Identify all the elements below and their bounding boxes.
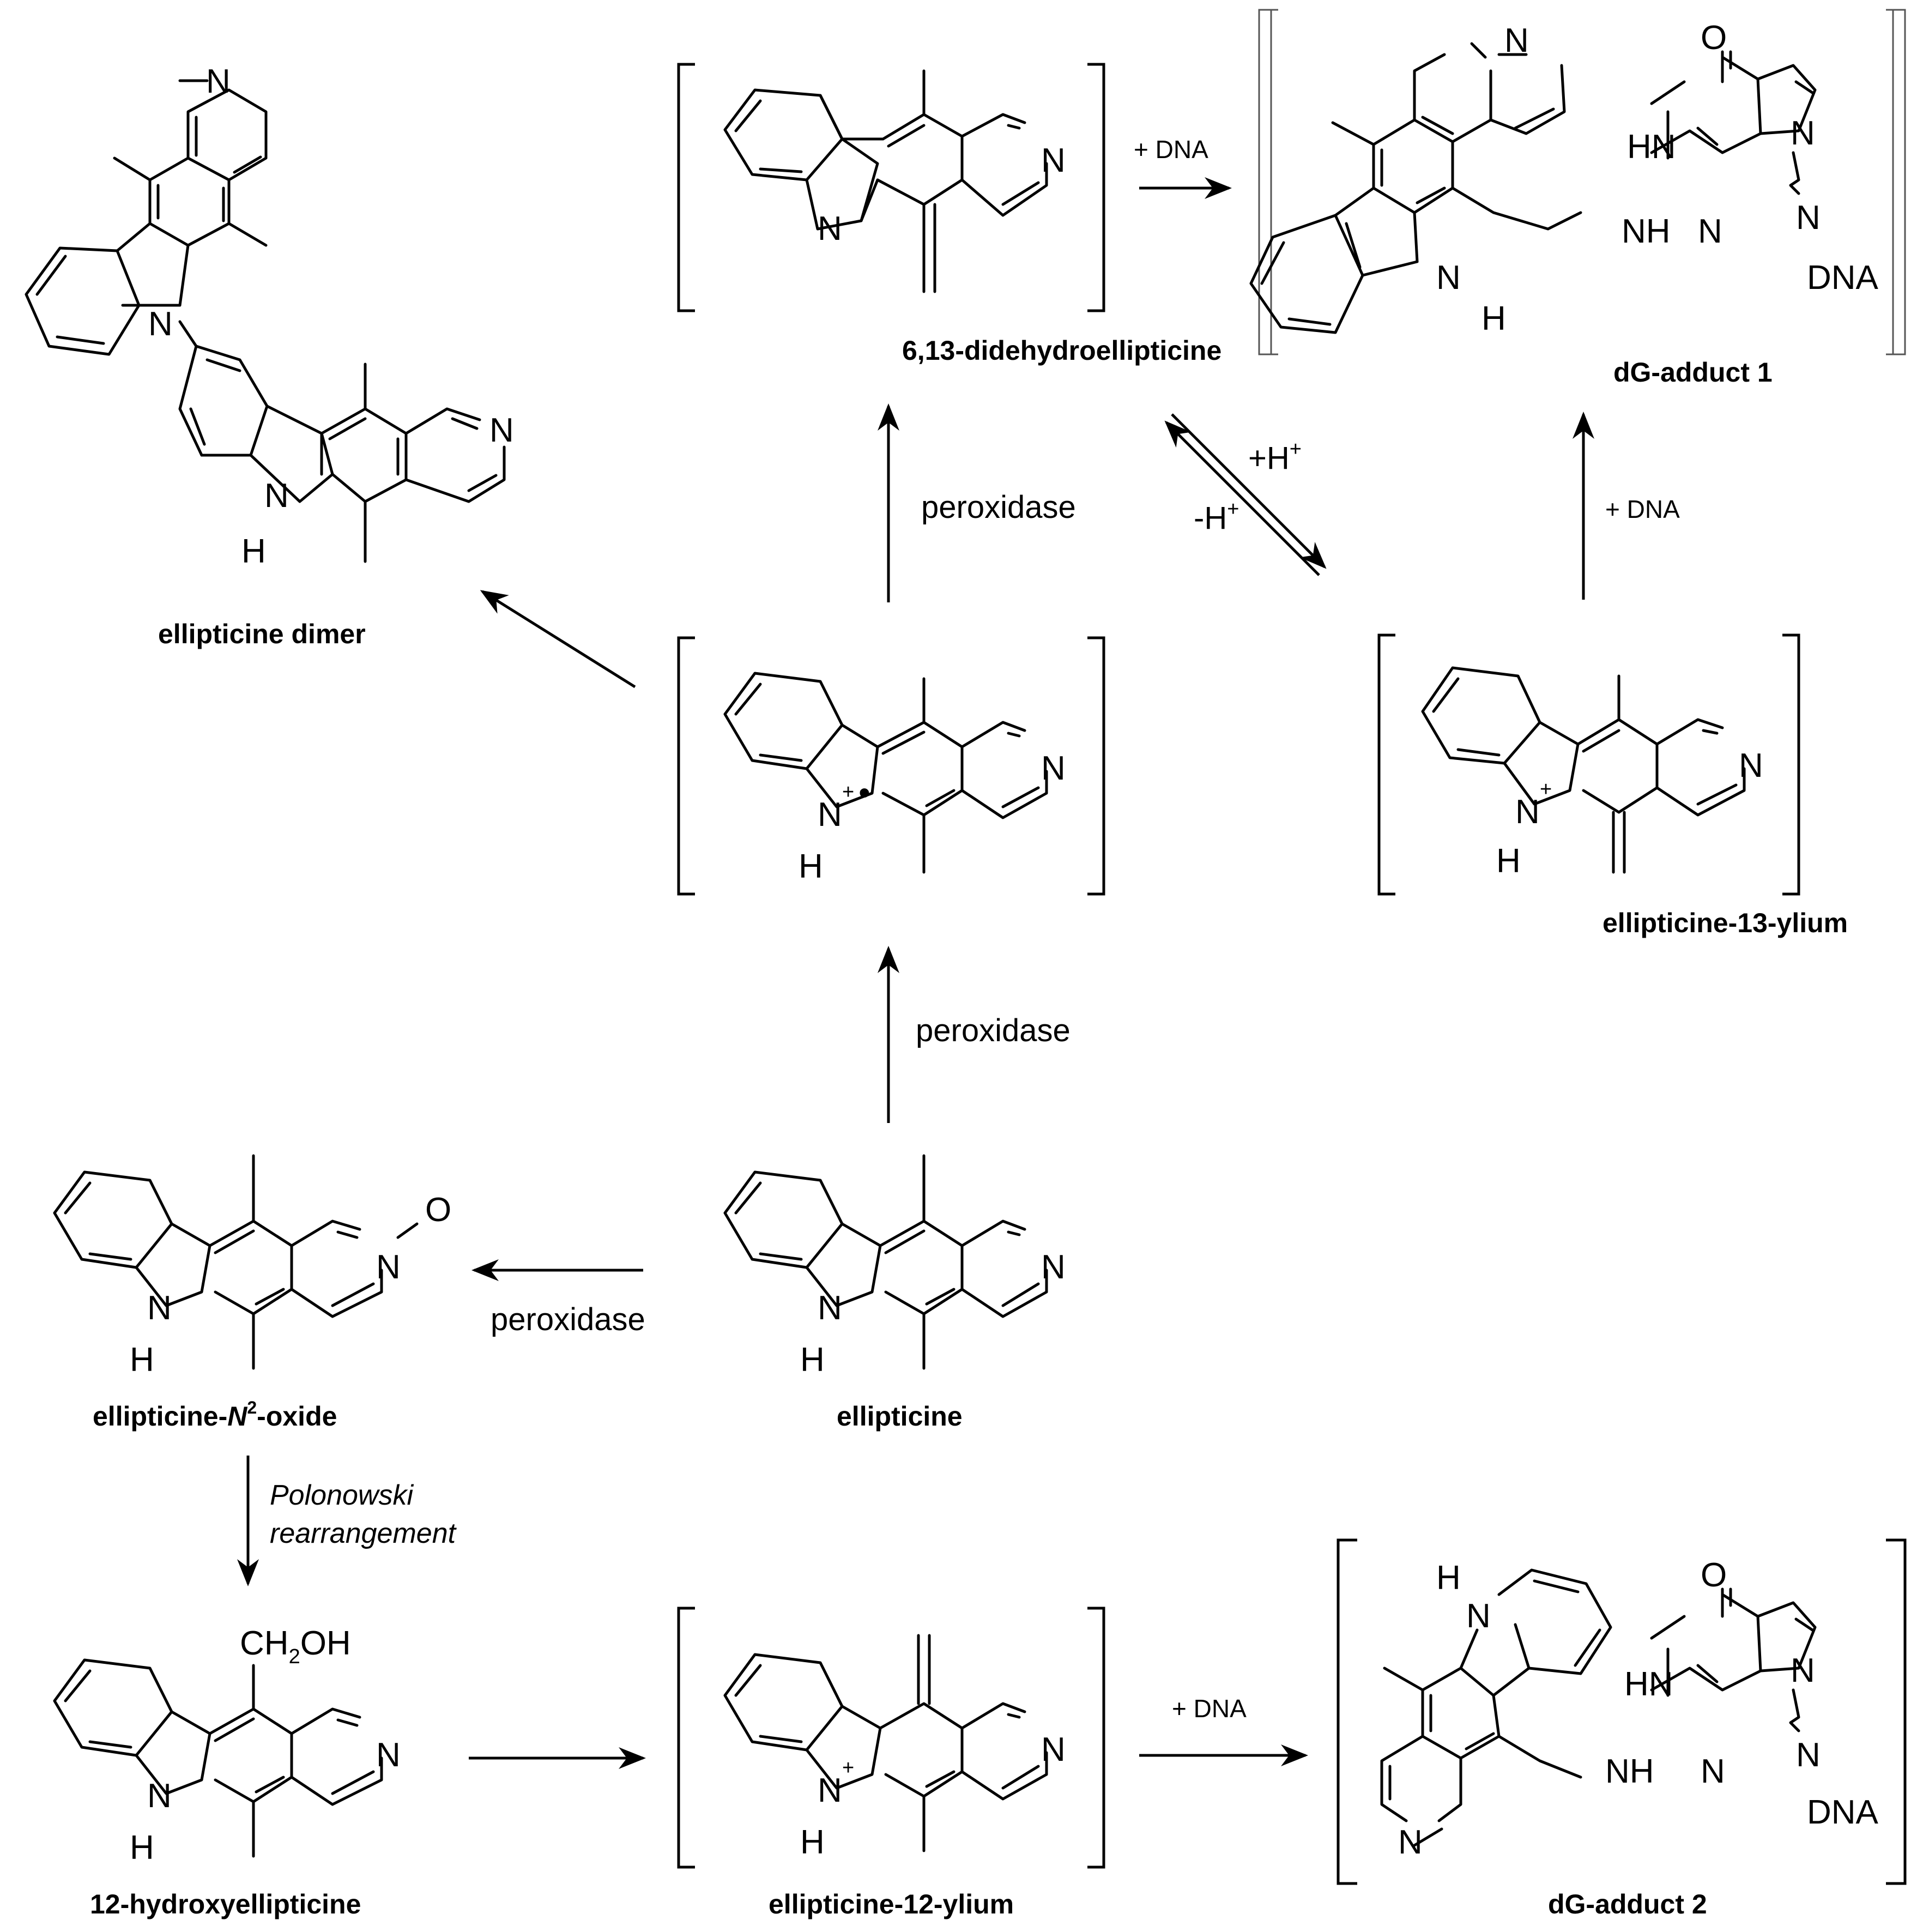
hydroxy-n-pyridine: N xyxy=(376,1736,401,1774)
dg1-hn: HN xyxy=(1627,128,1676,166)
didehydro-n-pyridine: N xyxy=(1041,142,1066,179)
ellipticine-n-indole: N xyxy=(818,1289,842,1327)
arrow-radical-to-dimer xyxy=(480,590,636,689)
dg1-o: O xyxy=(1701,19,1727,57)
dg2-n3: N xyxy=(1701,1753,1725,1790)
ylium12-charge: + xyxy=(842,1756,854,1779)
cond-peroxidase-3: peroxidase xyxy=(491,1302,645,1337)
ylium13-n-indole: N xyxy=(1515,793,1540,831)
noxide-n-indole: N xyxy=(147,1289,172,1327)
cond-plus-dna-1: + DNA xyxy=(1134,135,1208,164)
dimer-n-indole-2: N xyxy=(264,477,289,515)
name-dg-adduct-2: dG-adduct 2 xyxy=(1548,1889,1707,1919)
dg2-nh-linker: NH xyxy=(1605,1753,1654,1790)
cond-plus-h: +H+ xyxy=(1248,438,1302,476)
dg2-hn: HN xyxy=(1624,1665,1673,1703)
bracket-radical-cation xyxy=(677,636,1105,896)
bracket-dg-adduct-2 xyxy=(1337,1538,1907,1885)
name-ellipticine-n2-oxide: ellipticine-N2-oxide xyxy=(93,1398,337,1432)
hydroxy-ch2oh: CH2OH xyxy=(240,1625,351,1668)
dg2-atom-labels: H N N NH HN O N N N DNA xyxy=(1398,1556,1879,1861)
hydroxy-atom-labels: CH2OH N N H xyxy=(130,1625,401,1867)
dg1-dna: DNA xyxy=(1807,259,1879,297)
dg2-n9: N xyxy=(1796,1736,1821,1774)
structure-dg-adduct-1 xyxy=(1249,42,1817,334)
ylium13-charge: + xyxy=(1540,778,1552,801)
dimer-h-indole-2: H xyxy=(241,533,266,570)
dimer-n-pyridine-1: N xyxy=(206,63,231,100)
ylium13-n-pyridine: N xyxy=(1739,747,1763,784)
name-12-hydroxyellipticine: 12-hydroxyellipticine xyxy=(90,1889,361,1919)
name-ellipticine-13-ylium: ellipticine-13-ylium xyxy=(1602,908,1848,938)
structure-didehydroellipticine xyxy=(723,69,1048,293)
ylium12-n-indole: N xyxy=(818,1772,842,1809)
dg1-n-indole: N xyxy=(1436,259,1461,297)
dg1-nh-linker: NH xyxy=(1622,213,1671,250)
radical-n-indole: N xyxy=(818,796,842,834)
cond-polonowski-1: Polonowski xyxy=(270,1480,414,1511)
dg1-h-indole: H xyxy=(1481,300,1506,337)
structure-ellipticine xyxy=(723,1154,1048,1370)
dg2-o: O xyxy=(1701,1556,1727,1594)
ylium13-atom-labels: N N + H xyxy=(1496,747,1763,880)
dg1-n9: N xyxy=(1796,199,1821,237)
didehydro-n-indole: N xyxy=(818,210,842,247)
bracket-dg-adduct-1 xyxy=(1258,9,1906,355)
dg2-n7: N xyxy=(1791,1652,1815,1689)
hydroxy-n-indole: N xyxy=(147,1777,172,1815)
structure-radical-cation xyxy=(723,672,1048,874)
n-oxide-atom-labels: N O N H xyxy=(130,1191,451,1379)
dimer-n-indole-1: N xyxy=(148,305,173,343)
dg1-atom-labels: N N H NH HN O N N N DNA xyxy=(1436,19,1879,337)
radical-charge: + xyxy=(842,781,854,804)
dg2-dna: DNA xyxy=(1807,1794,1879,1831)
radical-dot: • xyxy=(858,774,870,812)
ylium12-h: H xyxy=(800,1824,825,1861)
structure-ylium13 xyxy=(1421,666,1746,874)
ellipticine-h: H xyxy=(800,1341,825,1379)
structure-n-oxide xyxy=(53,1154,419,1370)
dg1-n3: N xyxy=(1698,213,1722,250)
structure-ellipticine-dimer xyxy=(25,79,506,563)
name-ellipticine: ellipticine xyxy=(837,1401,963,1432)
cond-plus-dna-3: + DNA xyxy=(1172,1694,1247,1723)
name-didehydroellipticine: 6,13-didehydroellipticine xyxy=(902,335,1221,366)
cond-plus-dna-2: + DNA xyxy=(1605,495,1680,523)
structure-dg-adduct-2 xyxy=(1380,1568,1817,1847)
noxide-h: H xyxy=(130,1341,154,1379)
radical-h: H xyxy=(799,848,823,885)
bracket-ylium12 xyxy=(677,1607,1105,1869)
cond-polonowski-2: rearrangement xyxy=(270,1518,457,1549)
equilibrium-arrows xyxy=(1164,413,1327,576)
ylium13-h: H xyxy=(1496,842,1521,880)
structure-12-hydroxyellipticine xyxy=(53,1658,383,1858)
name-ellipticine-dimer: ellipticine dimer xyxy=(158,619,366,649)
cond-peroxidase-2: peroxidase xyxy=(916,1013,1071,1048)
radical-atom-labels: N N + • H xyxy=(799,750,1066,885)
dg1-n-pyridine: N xyxy=(1504,22,1529,59)
dg2-n-indole: N xyxy=(1466,1597,1491,1635)
bracket-didehydro xyxy=(677,63,1105,312)
cond-peroxidase-1: peroxidase xyxy=(921,490,1076,525)
dimer-n-pyridine-2: N xyxy=(489,412,514,449)
name-ellipticine-12-ylium: ellipticine-12-ylium xyxy=(769,1889,1014,1919)
ylium12-atom-labels: N N + H xyxy=(800,1731,1066,1861)
ellipticine-n-pyridine: N xyxy=(1041,1248,1066,1286)
dg2-n-pyridine: N xyxy=(1398,1824,1423,1861)
dg1-n7: N xyxy=(1791,114,1815,152)
noxide-n-pyridine: N xyxy=(376,1248,401,1286)
dimer-atom-labels: N N N H N xyxy=(148,63,514,570)
bracket-ylium13 xyxy=(1377,633,1800,896)
dg2-h-indole: H xyxy=(1436,1559,1461,1597)
structure-ylium12 xyxy=(723,1634,1048,1852)
name-dg-adduct-1: dG-adduct 1 xyxy=(1613,357,1773,388)
ylium12-n-pyridine: N xyxy=(1041,1731,1066,1768)
cond-minus-h: -H+ xyxy=(1194,498,1239,536)
noxide-o: O xyxy=(425,1191,451,1229)
hydroxy-h: H xyxy=(130,1829,154,1867)
radical-n-pyridine: N xyxy=(1041,750,1066,787)
ellipticine-atom-labels: N N H xyxy=(800,1248,1066,1379)
